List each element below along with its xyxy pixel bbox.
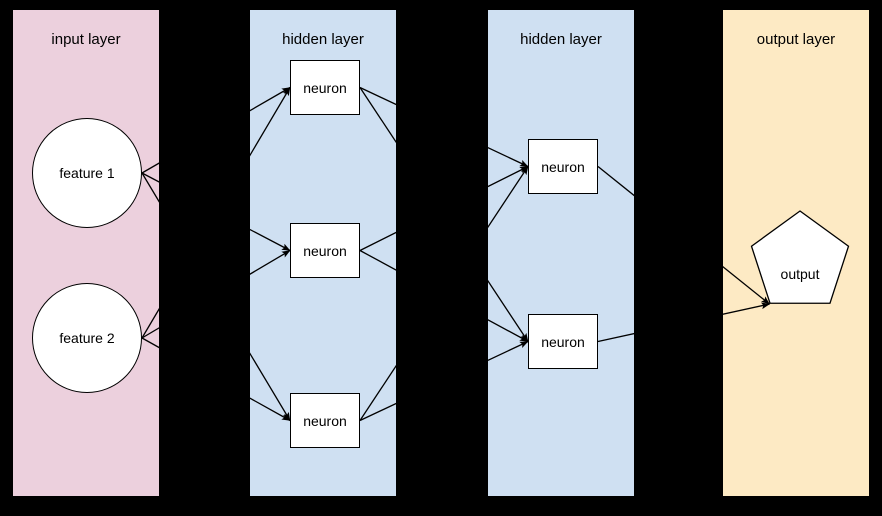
layer-title-input: input layer (51, 31, 121, 48)
node-label: feature 2 (59, 330, 115, 346)
gutter-mask-right (869, 0, 882, 516)
gutter-mask-top (0, 0, 882, 10)
node-label: neuron (541, 158, 585, 175)
node-label: output (780, 266, 820, 282)
layer-band-input: input layer (13, 10, 159, 496)
node-hidden1-neuron-2[interactable]: neuron (290, 223, 360, 278)
gutter-mask-1 (159, 0, 250, 516)
node-hidden1-neuron-3[interactable]: neuron (290, 393, 360, 448)
node-label: feature 1 (59, 165, 115, 181)
gutter-mask-2 (396, 0, 488, 516)
node-hidden2-neuron-2[interactable]: neuron (528, 314, 598, 369)
node-output-node[interactable]: output (748, 210, 852, 314)
node-feature-2[interactable]: feature 2 (32, 283, 142, 393)
layer-title-hidden-2: hidden layer (520, 31, 602, 48)
layer-band-hidden-2: hidden layer (488, 10, 634, 496)
node-label: neuron (303, 412, 347, 429)
node-label: neuron (541, 333, 585, 350)
node-label: neuron (303, 242, 347, 259)
node-label: neuron (303, 79, 347, 96)
node-feature-1[interactable]: feature 1 (32, 118, 142, 228)
gutter-mask-left (0, 0, 13, 516)
layer-title-hidden-1: hidden layer (282, 31, 364, 48)
gutter-mask-3 (634, 0, 723, 516)
gutter-mask-bottom (0, 496, 882, 516)
pentagon-shape (750, 210, 850, 304)
node-hidden1-neuron-1[interactable]: neuron (290, 60, 360, 115)
layer-title-output: output layer (756, 31, 836, 48)
node-hidden2-neuron-1[interactable]: neuron (528, 139, 598, 194)
